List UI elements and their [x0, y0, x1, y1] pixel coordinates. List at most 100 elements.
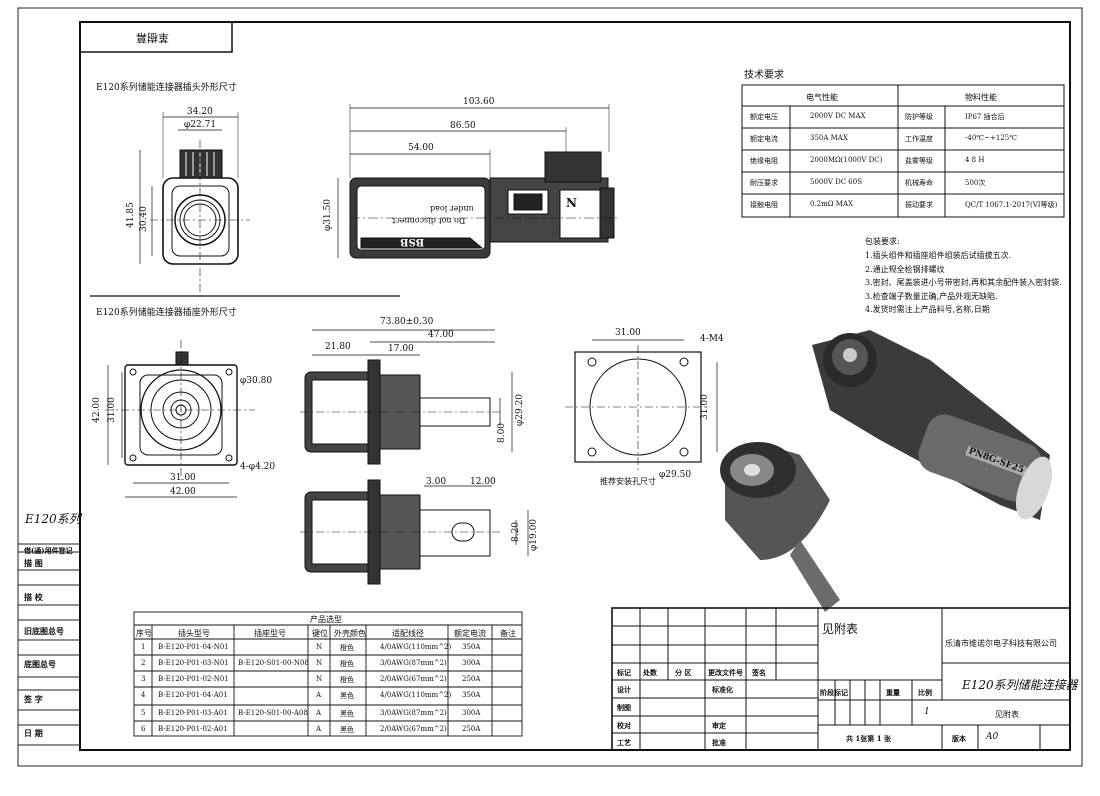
socket-dim-side2: 31.00 — [106, 397, 117, 423]
drawing-no: 见附表 — [995, 710, 1019, 719]
side-label: 描 图 — [24, 558, 43, 568]
socket-dim-length: 73.80±0.30 — [380, 317, 434, 327]
plug-brand: BSB — [400, 236, 425, 247]
selection-header: 插座型号 — [254, 629, 286, 638]
plug-dim-length2: 86.50 — [450, 121, 476, 131]
tb-count: 处数 — [643, 668, 657, 677]
plug-dim-length: 103.60 — [463, 97, 495, 107]
tech-cell: 工作温度 — [905, 135, 933, 143]
tb-version-label: 版本 — [952, 734, 966, 743]
tech-cell: 振动要求 — [905, 201, 933, 209]
tech-cell: 机械寿命 — [905, 179, 933, 187]
selection-header: 额定电流 — [454, 629, 486, 638]
selection-cell: 2 — [141, 659, 146, 667]
tb-doc: 更改文件号 — [708, 668, 743, 677]
socket-section-title: E120系列储能连接器插座外形尺寸 — [96, 308, 237, 318]
socket-dim-length2: 47.00 — [428, 330, 454, 340]
tech-head-material: 物料性能 — [965, 93, 997, 102]
packing-item: 3.密封、尾盖装进小号带密封,再和其余配件装入密封袋. — [865, 278, 1062, 287]
plug-key-badge: N — [566, 196, 577, 210]
socket-dim-c1: 3.00 — [426, 477, 447, 487]
tech-cell: 4 8 H — [965, 156, 985, 164]
selection-cell: 橙色 — [340, 644, 354, 652]
selection-cell: 5 — [141, 709, 146, 717]
cutout-m4: 4-M4 — [700, 334, 724, 344]
cutout-view — [565, 339, 718, 470]
socket-dim-pin: φ29.20 — [515, 393, 526, 427]
tech-cell: 接触电阻 — [750, 201, 778, 209]
plug-dim-height: 41.85 — [125, 202, 136, 228]
tech-head-electrical: 电气性能 — [806, 93, 838, 102]
tech-cell: 耐压要求 — [750, 179, 778, 187]
socket-dim-bottom: 31.00 — [170, 473, 196, 483]
selection-cell: B-E120-P01-02-N01 — [158, 675, 229, 683]
socket-dim-c2: 12.00 — [470, 477, 496, 487]
cutout-caption: 推荐安装孔尺寸 — [600, 477, 656, 486]
socket-dim-pin2: 8.00 — [497, 422, 508, 444]
selection-cell: B-E120-P01-04-N01 — [158, 643, 229, 651]
selection-cell: 6 — [141, 725, 146, 733]
tb-sign: 签名 — [752, 668, 766, 677]
tech-cell: 350A MAX — [810, 134, 848, 142]
tb-check: 校对 — [617, 721, 631, 730]
plug-dim-inner: φ22.71 — [184, 120, 217, 130]
selection-table-grid — [133, 611, 523, 737]
tb-process: 工艺 — [617, 738, 631, 747]
selection-cell: 1 — [141, 643, 146, 651]
selection-cell: 250A — [462, 675, 481, 683]
tech-cell: 绝缘电阻 — [750, 157, 778, 165]
selection-cell: B-E120-P01-04-A01 — [158, 691, 228, 699]
tech-cell: 防护等级 — [905, 113, 933, 121]
side-label: 描 校 — [24, 592, 43, 602]
plug-dim-width: 34.20 — [187, 107, 213, 117]
selection-cell: 黑色 — [340, 710, 354, 718]
plug-dim-diameter: φ31.50 — [323, 198, 334, 232]
title-block-grid — [611, 607, 1071, 751]
tech-cell: IP67 插合后 — [965, 113, 1005, 121]
tech-cell: 2000V DC MAX — [810, 112, 866, 120]
plug-dim-length3: 54.00 — [408, 143, 434, 153]
selection-cell: 300A — [462, 659, 481, 667]
side-label: 日 期 — [24, 728, 43, 738]
selection-header: 键位 — [312, 629, 328, 638]
selection-header: 外壳颜色 — [334, 629, 366, 638]
product-render — [720, 330, 1053, 612]
selection-cell: 橙色 — [340, 660, 354, 668]
plug-section-title: E120系列储能连接器插头外形尺寸 — [96, 83, 237, 93]
tb-draft: 制图 — [617, 703, 631, 712]
selection-header: 插头型号 — [178, 629, 210, 638]
selection-cell: 黑色 — [340, 726, 354, 734]
tech-cell: 2000MΩ(1000V DC) — [810, 156, 883, 164]
side-label: 底图总号 — [24, 659, 56, 669]
tb-weight: 重量 — [886, 688, 900, 697]
selection-cell: 350A — [462, 643, 481, 651]
selection-cell: B-E120-P01-02-A01 — [158, 725, 228, 733]
stamp-box — [79, 21, 233, 53]
selection-cell: 350A — [462, 691, 481, 699]
selection-cell: B-E120-P01-03-A01 — [158, 709, 228, 717]
tech-cell: 0.2mΩ MAX — [810, 200, 854, 208]
selection-cell: 3/0AWG(87mm^2) — [380, 659, 447, 667]
selection-header: 备注 — [500, 629, 516, 638]
see-table-note: 见附表 — [822, 622, 859, 636]
stamp-text: 革樹幕 — [136, 31, 169, 44]
side-label: 借(通)用件登记 — [24, 546, 73, 555]
selection-cell: 4 — [141, 691, 146, 699]
tb-approve: 批准 — [712, 738, 726, 747]
selection-cell: 4/0AWG(110mm^2) — [380, 691, 452, 699]
company-name: 乐清市维诺尔电子科技有限公司 — [945, 639, 1057, 648]
selection-cell: 300A — [462, 709, 481, 717]
tb-mark: 标记 — [617, 668, 631, 677]
socket-dim-side: 42.00 — [91, 397, 102, 423]
socket-dim-diameter: φ30.80 — [240, 376, 273, 386]
socket-dim-bottom2: 42.00 — [170, 487, 196, 497]
selection-cell: 4/0AWG(110mm^2) — [380, 643, 452, 651]
selection-header: 适配线径 — [392, 629, 424, 638]
cutout-dim-top: 31.00 — [615, 328, 641, 338]
tech-cell: -40℃~+125℃ — [965, 134, 1018, 142]
plug-front-view — [139, 112, 250, 300]
socket-dim-holes: 4-φ4.20 — [240, 462, 276, 472]
selection-cell: 橙色 — [340, 676, 354, 684]
cutout-dim-side: 31.00 — [699, 394, 710, 420]
